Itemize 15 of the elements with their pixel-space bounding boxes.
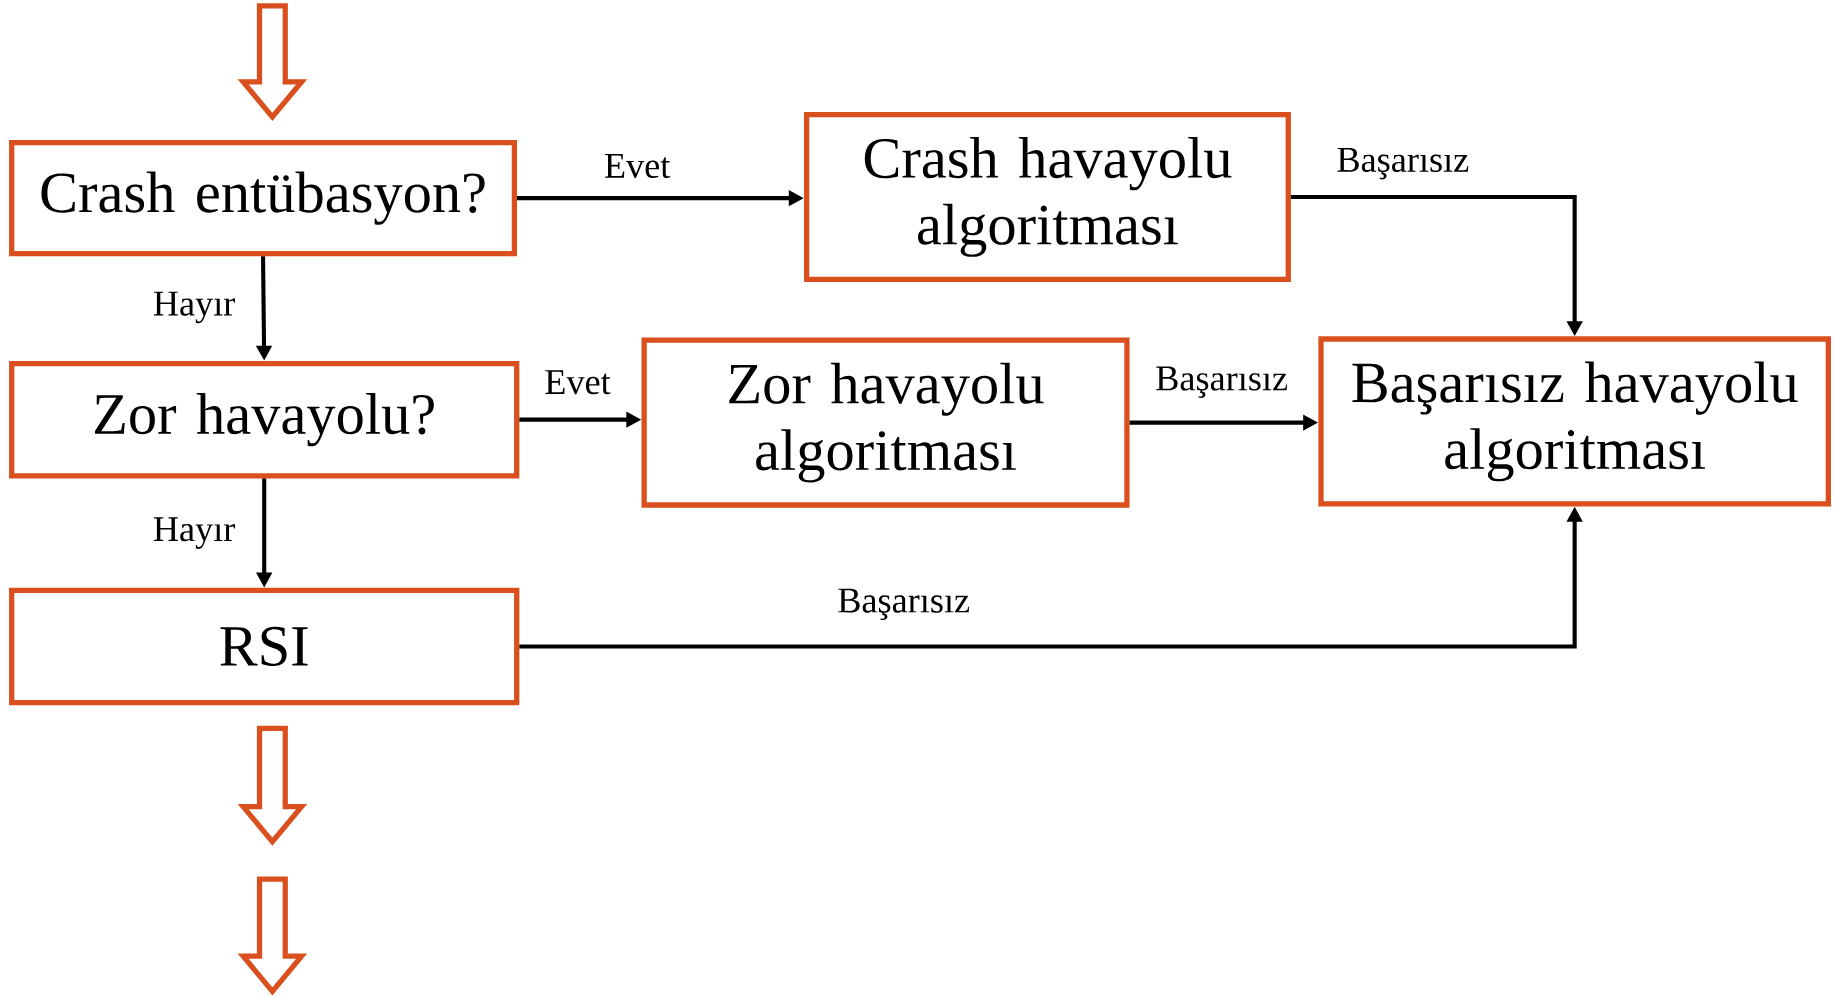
edge-label: Evet bbox=[541, 367, 614, 397]
block-arrow bbox=[237, 725, 308, 846]
edge-label: Başarısız bbox=[1334, 145, 1472, 182]
process-box: Crash havayolu algoritması bbox=[804, 111, 1291, 282]
edge-label: Hayır bbox=[150, 289, 238, 326]
process-box: Zor havayolu algoritması bbox=[641, 337, 1130, 508]
decision-box: Crash entübasyon? bbox=[9, 140, 517, 257]
edge-label: Evet bbox=[601, 151, 673, 181]
process-box: Başarısız havayolu algoritması bbox=[1318, 336, 1831, 507]
process-box: RSI bbox=[9, 587, 520, 706]
edge-label: Hayır bbox=[150, 514, 238, 552]
edge-label: Başarısız bbox=[834, 586, 973, 623]
decision-box: Zor havayolu? bbox=[9, 360, 520, 479]
block-arrow bbox=[237, 3, 308, 121]
edge-label: Başarısız bbox=[1152, 364, 1291, 401]
